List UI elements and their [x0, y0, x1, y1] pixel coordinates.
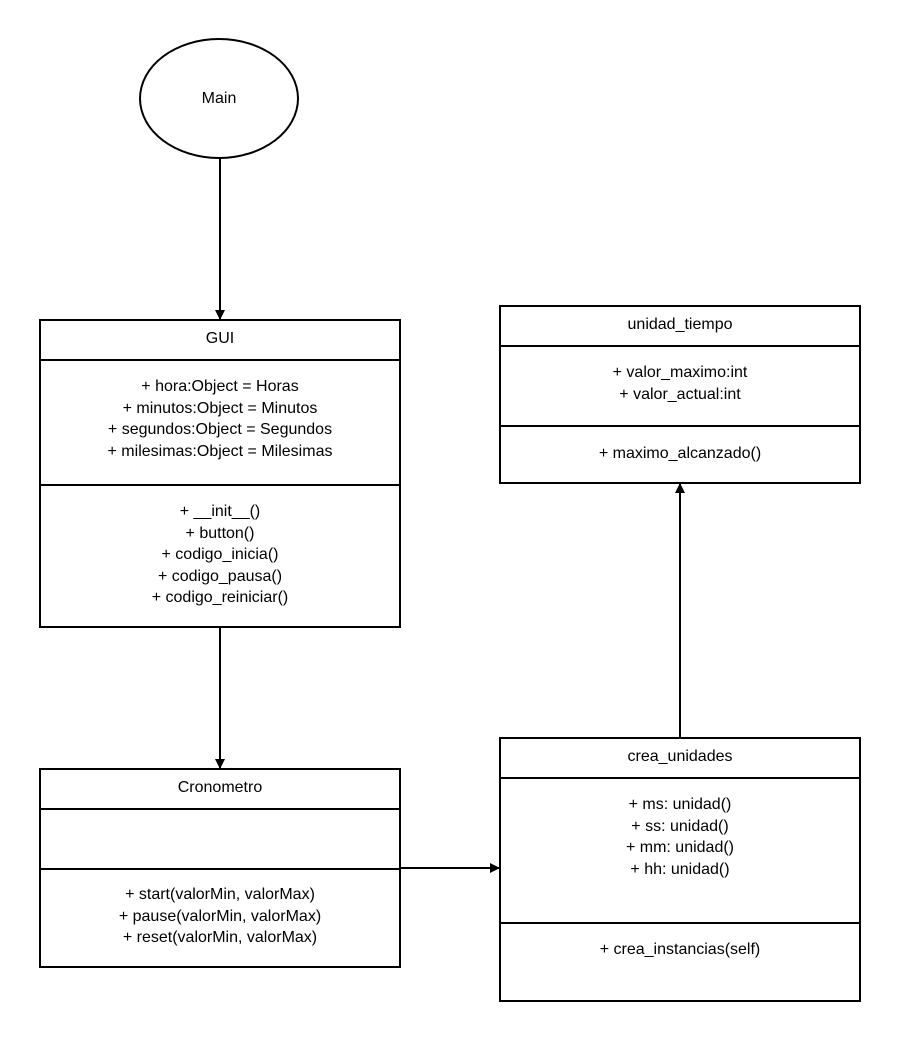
method-item: + codigo_pausa() [157, 567, 283, 585]
class-crea-unidades-header: crea_unidades [501, 739, 859, 777]
class-crea-unidades-name: crea_unidades [627, 748, 733, 765]
class-unidad-tiempo-name: unidad_tiempo [627, 316, 733, 333]
class-gui-name: GUI [205, 330, 235, 347]
attribute-item: + minutos:Object = Minutos [122, 399, 318, 417]
method-item: + codigo_inicia() [161, 546, 279, 563]
attribute-item: + segundos:Object = Segundos [107, 421, 333, 438]
class-cronometro-attributes [41, 808, 399, 868]
method-item: + __init__() [179, 503, 261, 520]
method-item: + crea_instancias(self) [599, 941, 761, 958]
attribute-item: + hora:Object = Horas [141, 378, 299, 395]
class-cronometro-header: Cronometro [41, 770, 399, 808]
class-unidad-tiempo-attributes: + valor_maximo:int + valor_actual:int [501, 345, 859, 425]
class-crea-unidades-attributes: + ms: unidad() + ss: unidad() + mm: unid… [501, 777, 859, 922]
attribute-item: + mm: unidad() [625, 839, 735, 856]
method-item: + pause(valorMin, valorMax) [118, 907, 322, 925]
attribute-item: + valor_maximo:int [612, 364, 748, 381]
class-gui-header: GUI [41, 321, 399, 359]
attribute-item: + valor_actual:int [619, 385, 741, 403]
class-cronometro: Cronometro + start(valorMin, valorMax) +… [39, 768, 401, 968]
main-node: Main [139, 38, 299, 159]
main-node-label: Main [201, 89, 237, 107]
class-gui-methods: + __init__() + button() + codigo_inicia(… [41, 484, 399, 626]
method-item: + start(valorMin, valorMax) [125, 886, 315, 903]
class-unidad-tiempo-methods: + maximo_alcanzado() [501, 425, 859, 482]
class-cronometro-methods: + start(valorMin, valorMax) + pause(valo… [41, 868, 399, 966]
method-item: + maximo_alcanzado() [598, 445, 762, 462]
class-cronometro-name: Cronometro [177, 779, 263, 796]
method-item: + reset(valorMin, valorMax) [122, 929, 318, 946]
class-crea-unidades: crea_unidades + ms: unidad() + ss: unida… [499, 737, 861, 1002]
class-gui: GUI + hora:Object = Horas + minutos:Obje… [39, 319, 401, 628]
attribute-item: + hh: unidad() [630, 860, 730, 878]
class-gui-attributes: + hora:Object = Horas + minutos:Object =… [41, 359, 399, 484]
method-item: + button() [185, 524, 255, 542]
class-unidad-tiempo-header: unidad_tiempo [501, 307, 859, 345]
class-unidad-tiempo: unidad_tiempo + valor_maximo:int + valor… [499, 305, 861, 484]
attribute-item: + ss: unidad() [631, 817, 729, 835]
class-crea-unidades-methods: + crea_instancias(self) [501, 922, 859, 1000]
method-item: + codigo_reiniciar() [151, 589, 289, 606]
attribute-item: + ms: unidad() [628, 796, 732, 813]
attribute-item: + milesimas:Object = Milesimas [107, 442, 333, 460]
